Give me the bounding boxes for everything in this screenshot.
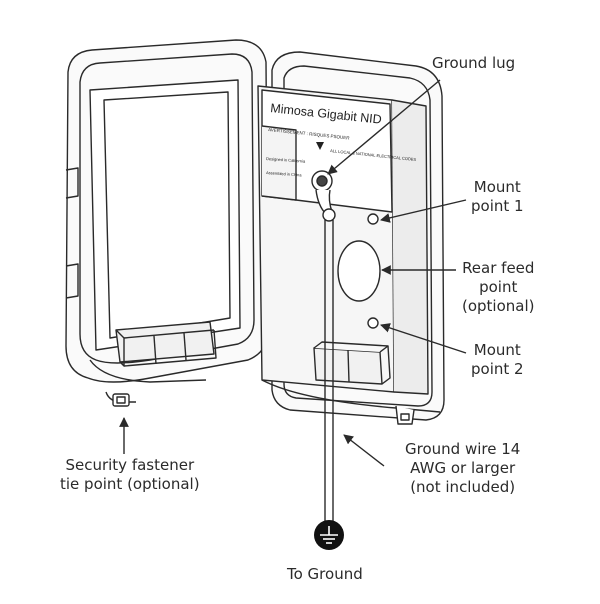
callout-mount-point-1: Mount point 1 (471, 178, 524, 216)
callout-line: (optional) (462, 297, 535, 315)
callout-line: (not included) (410, 478, 516, 496)
ground-lug (311, 170, 336, 222)
callout-line: point 2 (471, 360, 524, 378)
callout-line: Ground lug (432, 54, 516, 72)
callout-line: AWG or larger (410, 459, 516, 477)
device-designed: Designed in California (266, 156, 306, 164)
enclosure-body (257, 51, 445, 425)
enclosure-door (65, 39, 269, 407)
callout-line: Rear feed (462, 259, 535, 277)
callout-line: Ground wire 14 (405, 440, 521, 458)
ground-symbol-icon (314, 520, 344, 550)
callout-rear-feed-point: Rear feed point (optional) (462, 259, 535, 316)
callout-line: point 1 (471, 197, 524, 215)
callout-ground-wire: Ground wire 14 AWG or larger (not includ… (405, 440, 520, 497)
callout-ground-lug: Ground lug (432, 54, 515, 73)
callout-security-fastener: Security fastener tie point (optional) (60, 456, 200, 494)
callout-mount-point-2: Mount point 2 (471, 341, 524, 379)
callout-line: tie point (optional) (60, 475, 200, 493)
callout-to-ground: To Ground (287, 565, 363, 584)
callout-line: To Ground (287, 565, 363, 583)
callout-line: Mount (473, 341, 521, 359)
device-assembled: Assembled in China (266, 170, 303, 178)
ground-wire (324, 220, 334, 522)
warning-icon (316, 142, 324, 150)
callout-arrows (119, 79, 467, 467)
callout-line: Security fastener (65, 456, 195, 474)
callout-line: point (479, 278, 518, 296)
callout-line: Mount (473, 178, 521, 196)
